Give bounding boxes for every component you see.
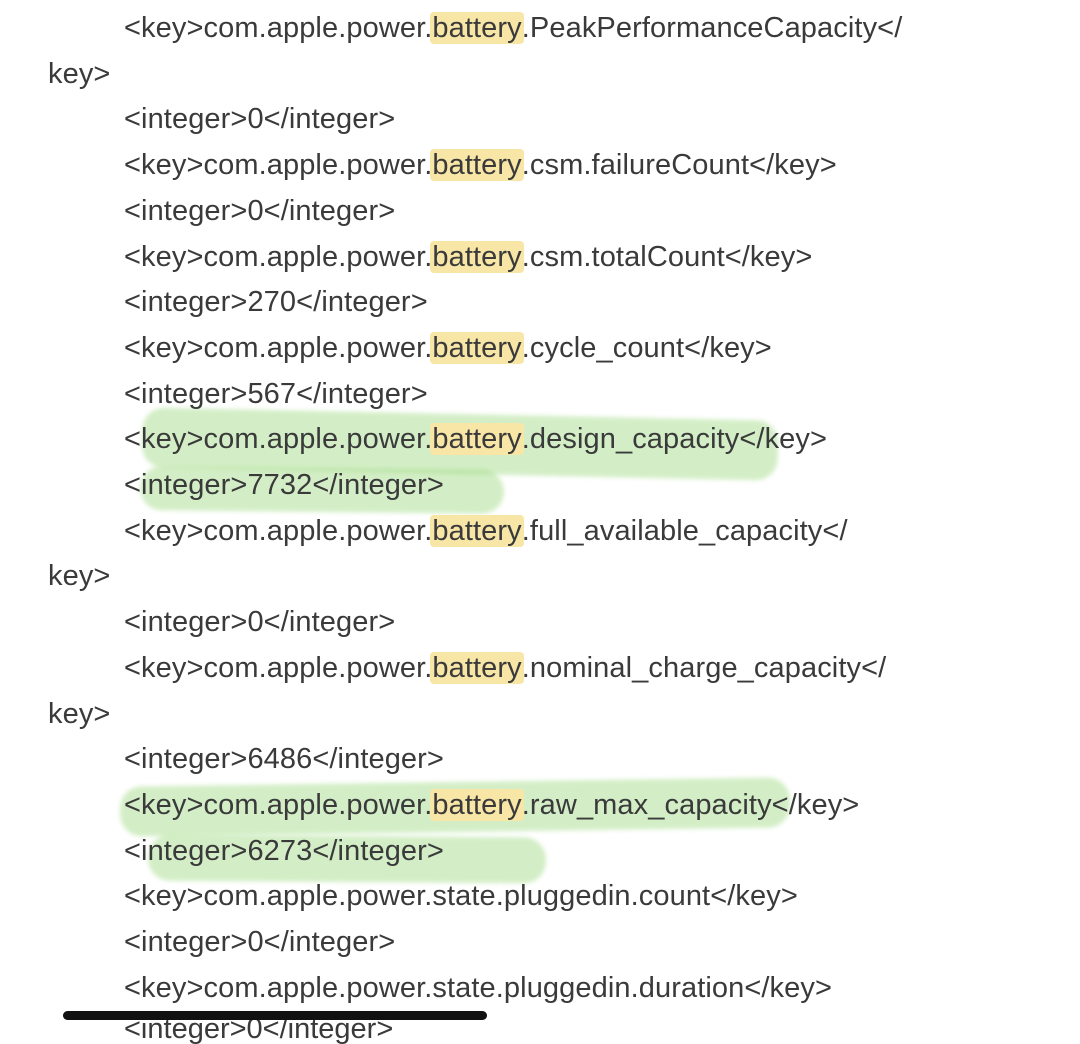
line-text: <key>com.apple.power. xyxy=(124,788,433,821)
search-match-highlight: battery xyxy=(430,423,524,456)
line-text: <integer>0</integer> xyxy=(124,926,396,958)
search-match-highlight: battery xyxy=(430,331,524,364)
plist-line: <key>com.apple.power.battery.full_availa… xyxy=(124,508,848,554)
line-text: <integer>270</integer> xyxy=(124,286,428,319)
plist-line: <key>com.apple.power.battery.cycle_count… xyxy=(124,325,772,371)
line-text: <integer>0</integer> xyxy=(124,103,396,136)
line-text-rest: .cycle_count</key> xyxy=(521,331,772,364)
line-text: <key>com.apple.power. xyxy=(124,149,433,182)
plist-line: <key>com.apple.power.battery.csm.totalCo… xyxy=(124,234,812,280)
line-text: key> xyxy=(48,560,111,593)
line-text: key> xyxy=(48,697,111,730)
line-text: <key>com.apple.power. xyxy=(124,514,433,547)
line-text-rest: .csm.failureCount</key> xyxy=(521,149,837,182)
line-text-rest: .csm.totalCount</key> xyxy=(521,240,813,273)
plist-line-wrapped: key> xyxy=(48,51,110,97)
plist-line-wrapped: key> xyxy=(48,691,110,737)
line-text: <key>com.apple.power. xyxy=(124,240,433,273)
line-text: <key>com.apple.power.state.pluggedin.dur… xyxy=(124,971,833,1004)
search-match-highlight: battery xyxy=(430,514,524,547)
plist-line: <key>com.apple.power.battery.PeakPerform… xyxy=(124,5,902,51)
plist-line: <integer>6273</integer> xyxy=(124,828,444,874)
plist-line: <integer>0</integer> xyxy=(124,919,395,965)
search-match-highlight: battery xyxy=(430,651,524,684)
line-text-rest: .PeakPerformanceCapacity</ xyxy=(521,12,903,44)
line-text-rest: .nominal_charge_capacity</ xyxy=(521,651,887,684)
plist-line: <key>com.apple.power.state.pluggedin.cou… xyxy=(124,873,798,919)
line-text: <key>com.apple.power.state.pluggedin.cou… xyxy=(124,880,798,913)
line-text: key> xyxy=(48,57,111,90)
plist-line: <key>com.apple.power.state.pluggedin.dur… xyxy=(124,965,832,1011)
plist-line: <integer>7732</integer> xyxy=(124,462,444,508)
plist-line: <key>com.apple.power.battery.raw_max_cap… xyxy=(124,782,859,828)
search-match-highlight: battery xyxy=(430,788,524,821)
plist-line: <integer>0</integer> xyxy=(124,96,395,142)
line-text: <integer>0</integer> xyxy=(124,194,396,227)
search-match-highlight: battery xyxy=(430,240,524,273)
search-match-highlight: battery xyxy=(430,12,524,44)
line-text: <integer>0</integer> xyxy=(124,606,396,639)
plist-line: <integer>270</integer> xyxy=(124,279,428,325)
plist-line: <integer>6486</integer> xyxy=(124,736,444,782)
search-match-highlight: battery xyxy=(430,149,524,182)
line-text: <key>com.apple.power. xyxy=(124,331,433,364)
home-indicator[interactable] xyxy=(63,1011,487,1020)
plist-line: <integer>0</integer> xyxy=(124,188,395,234)
line-text-rest: .full_available_capacity</ xyxy=(521,514,848,547)
line-text-rest: .design_capacity</key> xyxy=(521,423,828,456)
line-text: <integer>6486</integer> xyxy=(124,743,444,776)
plist-line-wrapped: key> xyxy=(48,553,110,599)
plist-line: <integer>567</integer> xyxy=(124,371,428,417)
line-text: <key>com.apple.power. xyxy=(124,651,433,684)
line-text: <integer>567</integer> xyxy=(124,377,428,410)
line-text-rest: .raw_max_capacity</key> xyxy=(521,788,860,821)
line-text: <integer>7732</integer> xyxy=(124,469,444,501)
plist-line: <integer>0</integer> xyxy=(124,599,395,645)
line-text: <key>com.apple.power. xyxy=(124,423,433,456)
plist-line: <key>com.apple.power.battery.csm.failure… xyxy=(124,142,837,188)
plist-line: <key>com.apple.power.battery.nominal_cha… xyxy=(124,645,886,691)
line-text: <key>com.apple.power. xyxy=(124,12,433,44)
line-text: <integer>6273</integer> xyxy=(124,834,444,867)
plist-line: <key>com.apple.power.battery.design_capa… xyxy=(124,416,827,462)
